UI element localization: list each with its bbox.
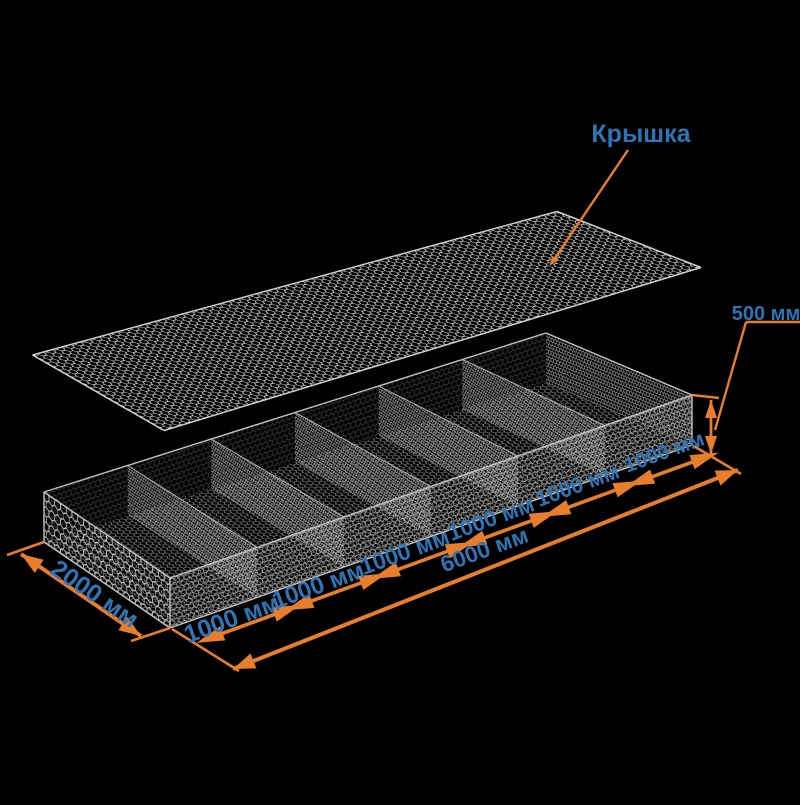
svg-text:Крышка: Крышка [591,120,691,148]
svg-text:500 мм: 500 мм [732,303,800,325]
